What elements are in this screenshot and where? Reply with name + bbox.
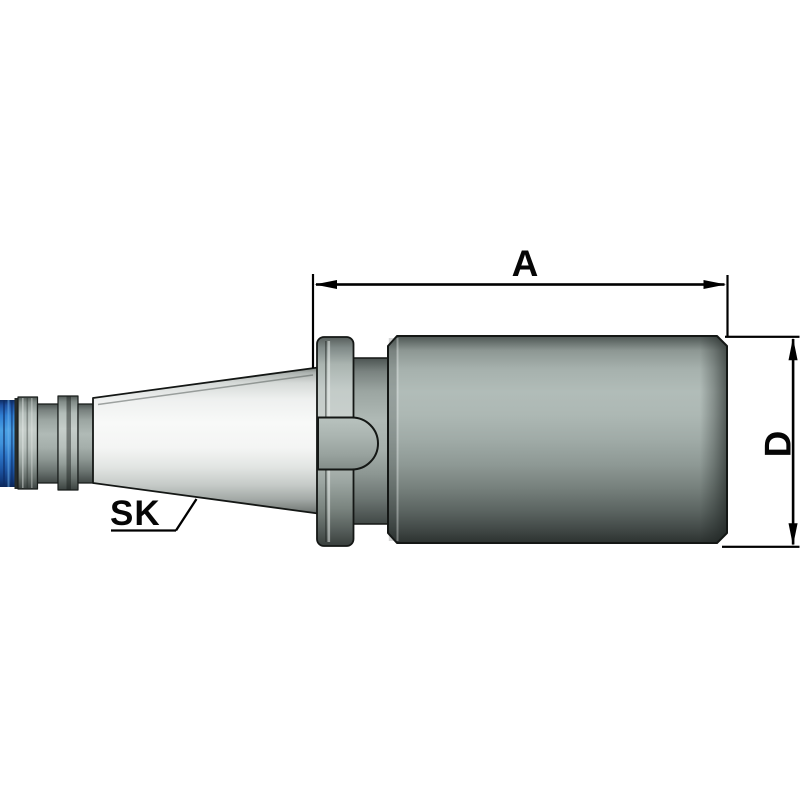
arrowhead-right — [703, 280, 726, 289]
pull-stud — [0, 398, 18, 489]
dimension-a-line — [316, 283, 725, 286]
arrowhead-left — [314, 280, 337, 289]
sk-leader — [111, 498, 198, 532]
stud-collar — [17, 396, 39, 490]
thread-rings — [57, 395, 79, 491]
shaft-segment — [36, 403, 59, 484]
dimension-d — [722, 335, 800, 548]
drive-key — [317, 416, 379, 471]
arrowhead-down — [788, 523, 798, 546]
cylinder-body — [387, 335, 728, 544]
dimension-a-label: A — [511, 243, 539, 284]
sk-leader-line — [175, 498, 198, 532]
tool-holder — [0, 335, 728, 547]
extension-line-right — [726, 275, 729, 337]
arrowhead-up — [788, 337, 798, 361]
dimension-a — [311, 274, 729, 368]
extension-line-top — [725, 335, 800, 338]
extension-line-bottom — [722, 545, 800, 548]
shaft-segment-2 — [77, 403, 95, 484]
taper-sk-label: SK — [110, 494, 161, 533]
dimension-d-label: D — [757, 430, 799, 458]
dimension-d-line — [791, 339, 795, 545]
extension-line-left — [311, 274, 315, 368]
taper-cone — [92, 366, 319, 515]
